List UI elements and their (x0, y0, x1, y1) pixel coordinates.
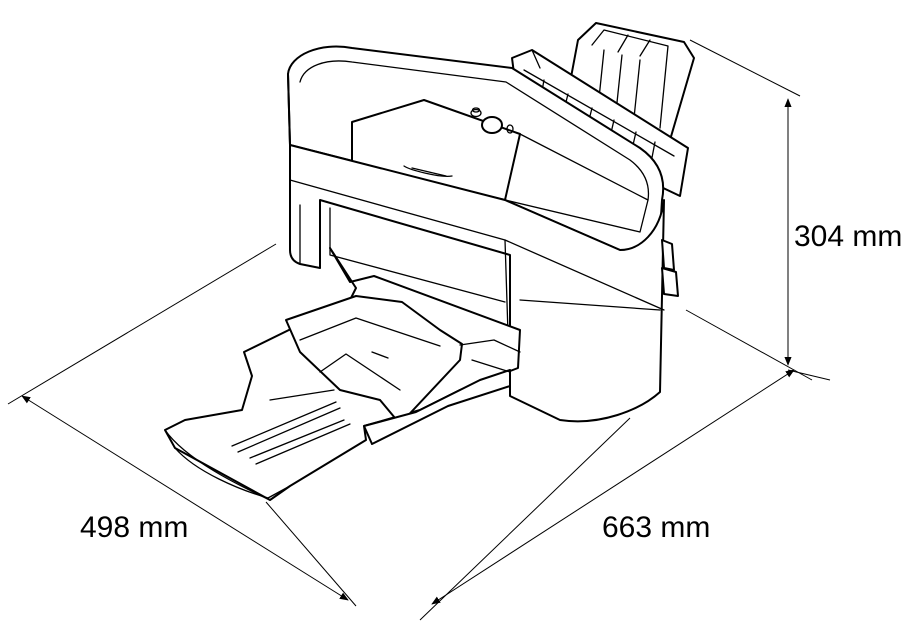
height-label: 304 mm (794, 220, 902, 253)
depth-dimension: 498 mm (7, 243, 357, 607)
power-button (481, 116, 503, 134)
dimension-lines: 304 mm 498 mm 663 mm (7, 39, 902, 621)
resume-button (506, 124, 514, 134)
width-label: 663 mm (602, 511, 710, 544)
output-tray (164, 247, 521, 501)
depth-label: 498 mm (80, 511, 188, 544)
height-dimension: 304 mm (685, 39, 902, 381)
printer-top-cover (287, 45, 665, 267)
led-indicator (470, 108, 482, 118)
side-knob (661, 239, 675, 271)
printer-illustration (164, 22, 695, 501)
width-dimension: 663 mm (419, 369, 831, 621)
